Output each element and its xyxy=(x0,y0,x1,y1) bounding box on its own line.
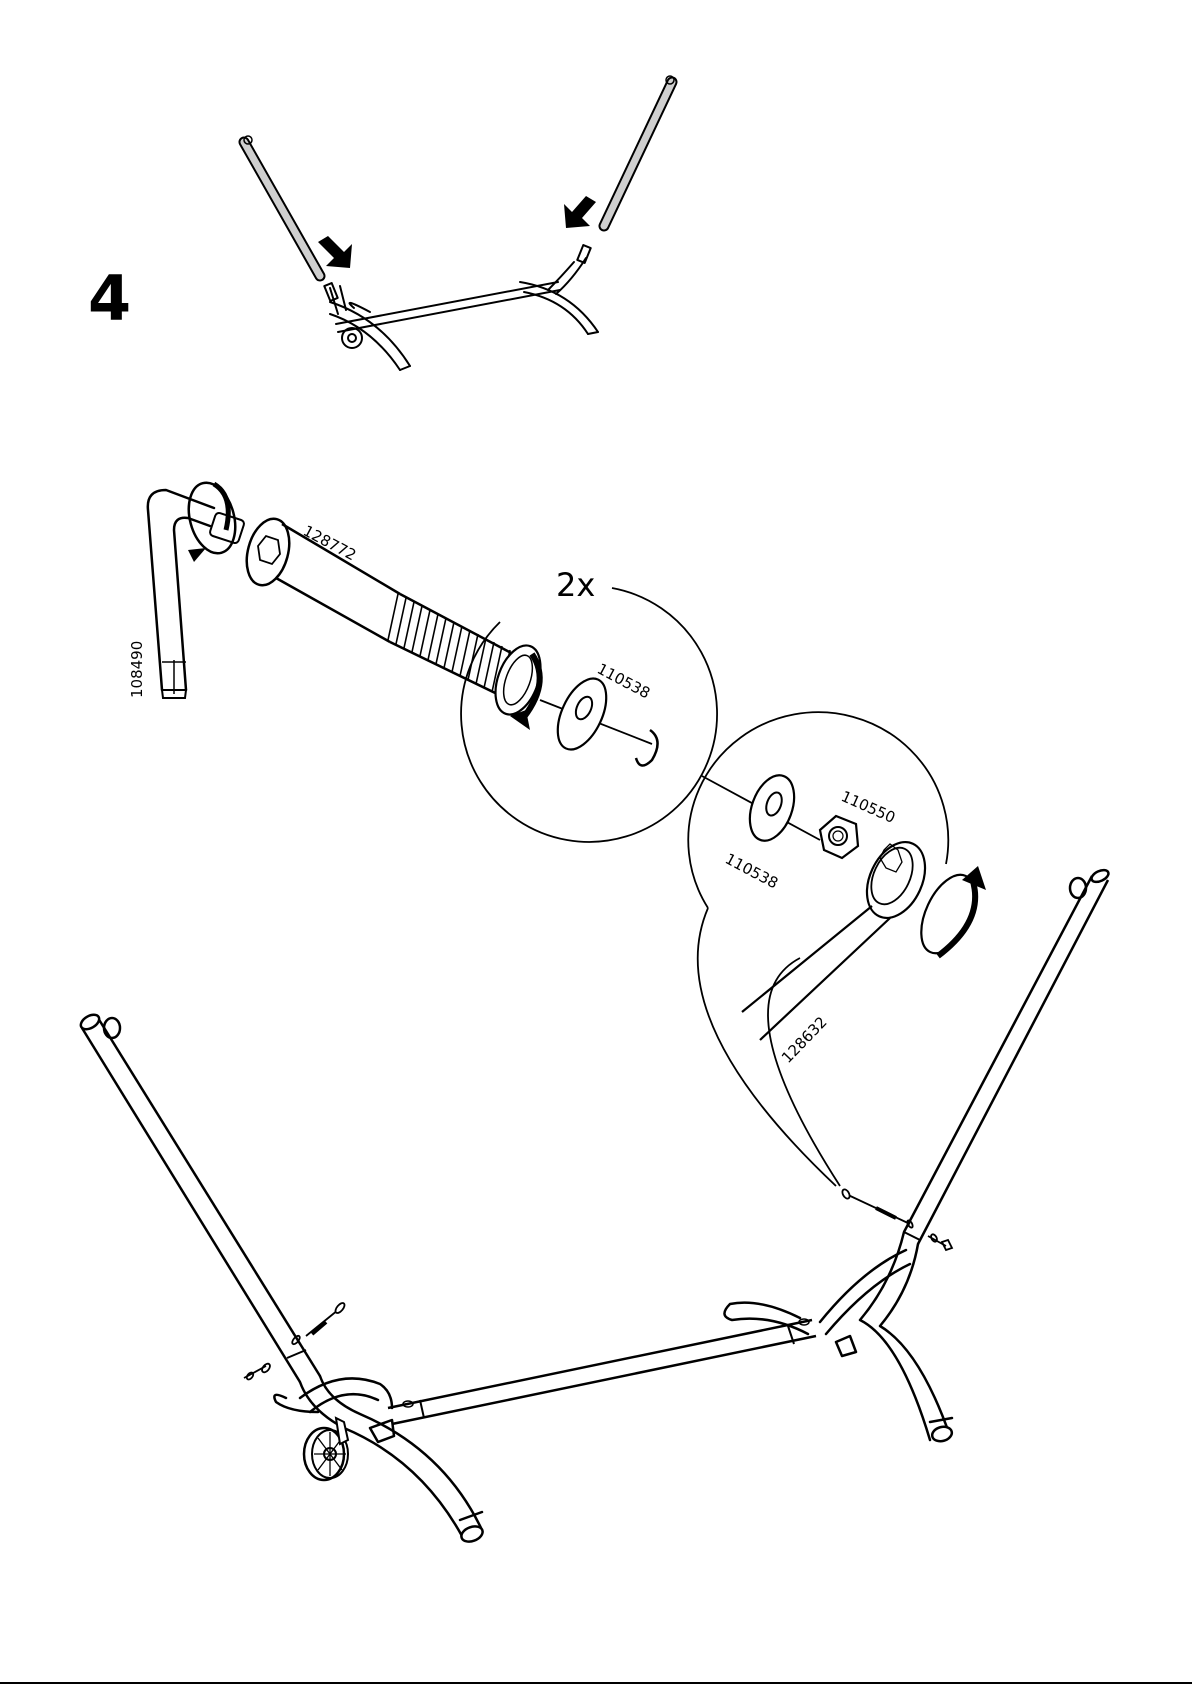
hammock-stand xyxy=(78,868,1110,1545)
washer-top xyxy=(548,671,616,757)
label-allen-key: 108490 xyxy=(128,641,146,698)
wheel xyxy=(304,1418,348,1480)
left-pole xyxy=(78,1012,320,1382)
washer-bottom xyxy=(742,769,803,847)
bolt xyxy=(240,514,532,706)
allen-key xyxy=(148,490,245,698)
label-wrench: 128632 xyxy=(778,1013,831,1067)
detail-circle-washer xyxy=(461,588,717,842)
overview-base-frame xyxy=(324,245,598,370)
rotate-arrow-allen-icon xyxy=(181,478,242,562)
nut xyxy=(820,816,858,858)
right-base xyxy=(724,1232,953,1443)
overview-arrow-right-icon xyxy=(564,196,596,228)
label-bolt: 128772 xyxy=(300,522,359,565)
crossbar xyxy=(388,1319,816,1424)
detail-circle-nut xyxy=(688,712,986,1186)
overview-left-pole xyxy=(244,136,320,276)
label-washer-bottom: 110538 xyxy=(722,850,781,893)
right-exploded-bolt xyxy=(841,1188,952,1250)
overview-right-pole xyxy=(604,76,674,226)
wrench xyxy=(742,833,936,1040)
overview-arrow-left-icon xyxy=(318,236,352,268)
label-quantity: 2x xyxy=(556,566,595,604)
left-exploded-bolt xyxy=(244,1301,346,1380)
spring-clip xyxy=(636,730,658,766)
overview-diagram xyxy=(244,76,674,370)
